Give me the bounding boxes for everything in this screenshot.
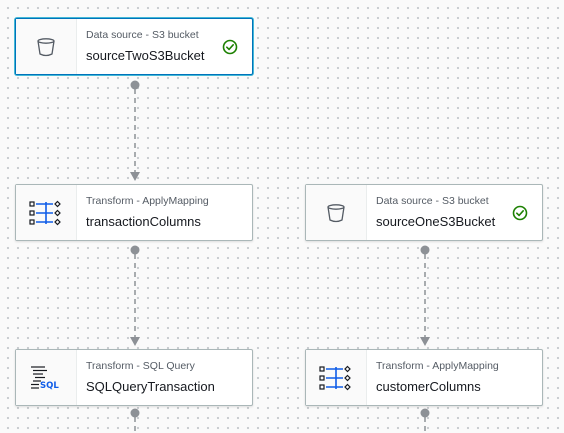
node-icon-box xyxy=(306,350,367,405)
sql-query-icon: SQL xyxy=(31,365,59,391)
node-name: SQLQueryTransaction xyxy=(86,379,215,394)
edge-stub-SQLQueryTransaction xyxy=(130,408,140,433)
edge-stub-customerColumns xyxy=(420,408,430,433)
edge-sourceOneS3Bucket-to-customerColumns xyxy=(420,245,430,346)
edge-transactionColumns-to-SQLQueryTransaction xyxy=(130,245,140,346)
node-SQLQueryTransaction[interactable]: SQL Transform - SQL Query SQLQueryTransa… xyxy=(15,349,253,406)
node-sourceOneS3Bucket[interactable]: Data source - S3 bucket sourceOneS3Bucke… xyxy=(305,184,543,241)
apply-mapping-icon xyxy=(29,200,61,225)
node-type-label: Transform - ApplyMapping xyxy=(376,360,499,372)
node-icon-box xyxy=(16,19,77,74)
node-name: customerColumns xyxy=(376,379,481,394)
arrowhead-icon xyxy=(420,337,430,346)
node-sourceTwoS3Bucket[interactable]: Data source - S3 bucket sourceTwoS3Bucke… xyxy=(15,18,253,75)
node-name: transactionColumns xyxy=(86,214,201,229)
edge-output-handle[interactable] xyxy=(130,408,140,418)
edge-output-handle[interactable] xyxy=(420,408,430,418)
node-type-label: Transform - ApplyMapping xyxy=(86,195,209,207)
s3-bucket-icon xyxy=(37,37,55,56)
arrowhead-icon xyxy=(130,337,140,346)
apply-mapping-icon xyxy=(319,365,351,390)
node-name: sourceTwoS3Bucket xyxy=(86,48,205,63)
edge-output-handle[interactable] xyxy=(130,245,140,255)
node-type-label: Data source - S3 bucket xyxy=(376,195,489,207)
success-check-icon xyxy=(512,205,528,221)
node-type-label: Data source - S3 bucket xyxy=(86,29,199,41)
success-check-icon xyxy=(222,39,238,55)
arrowhead-icon xyxy=(130,172,140,181)
node-transactionColumns[interactable]: Transform - ApplyMapping transactionColu… xyxy=(15,184,253,241)
node-type-label: Transform - SQL Query xyxy=(86,360,195,372)
node-icon-box: SQL xyxy=(16,350,77,405)
node-customerColumns[interactable]: Transform - ApplyMapping customerColumns xyxy=(305,349,543,406)
node-icon-box xyxy=(306,185,367,240)
edge-output-handle[interactable] xyxy=(420,245,430,255)
node-icon-box xyxy=(16,185,77,240)
svg-text:SQL: SQL xyxy=(40,381,59,391)
edge-output-handle[interactable] xyxy=(130,80,140,90)
s3-bucket-icon xyxy=(327,203,345,222)
edge-sourceTwoS3Bucket-to-transactionColumns xyxy=(130,80,140,181)
node-name: sourceOneS3Bucket xyxy=(376,214,496,229)
